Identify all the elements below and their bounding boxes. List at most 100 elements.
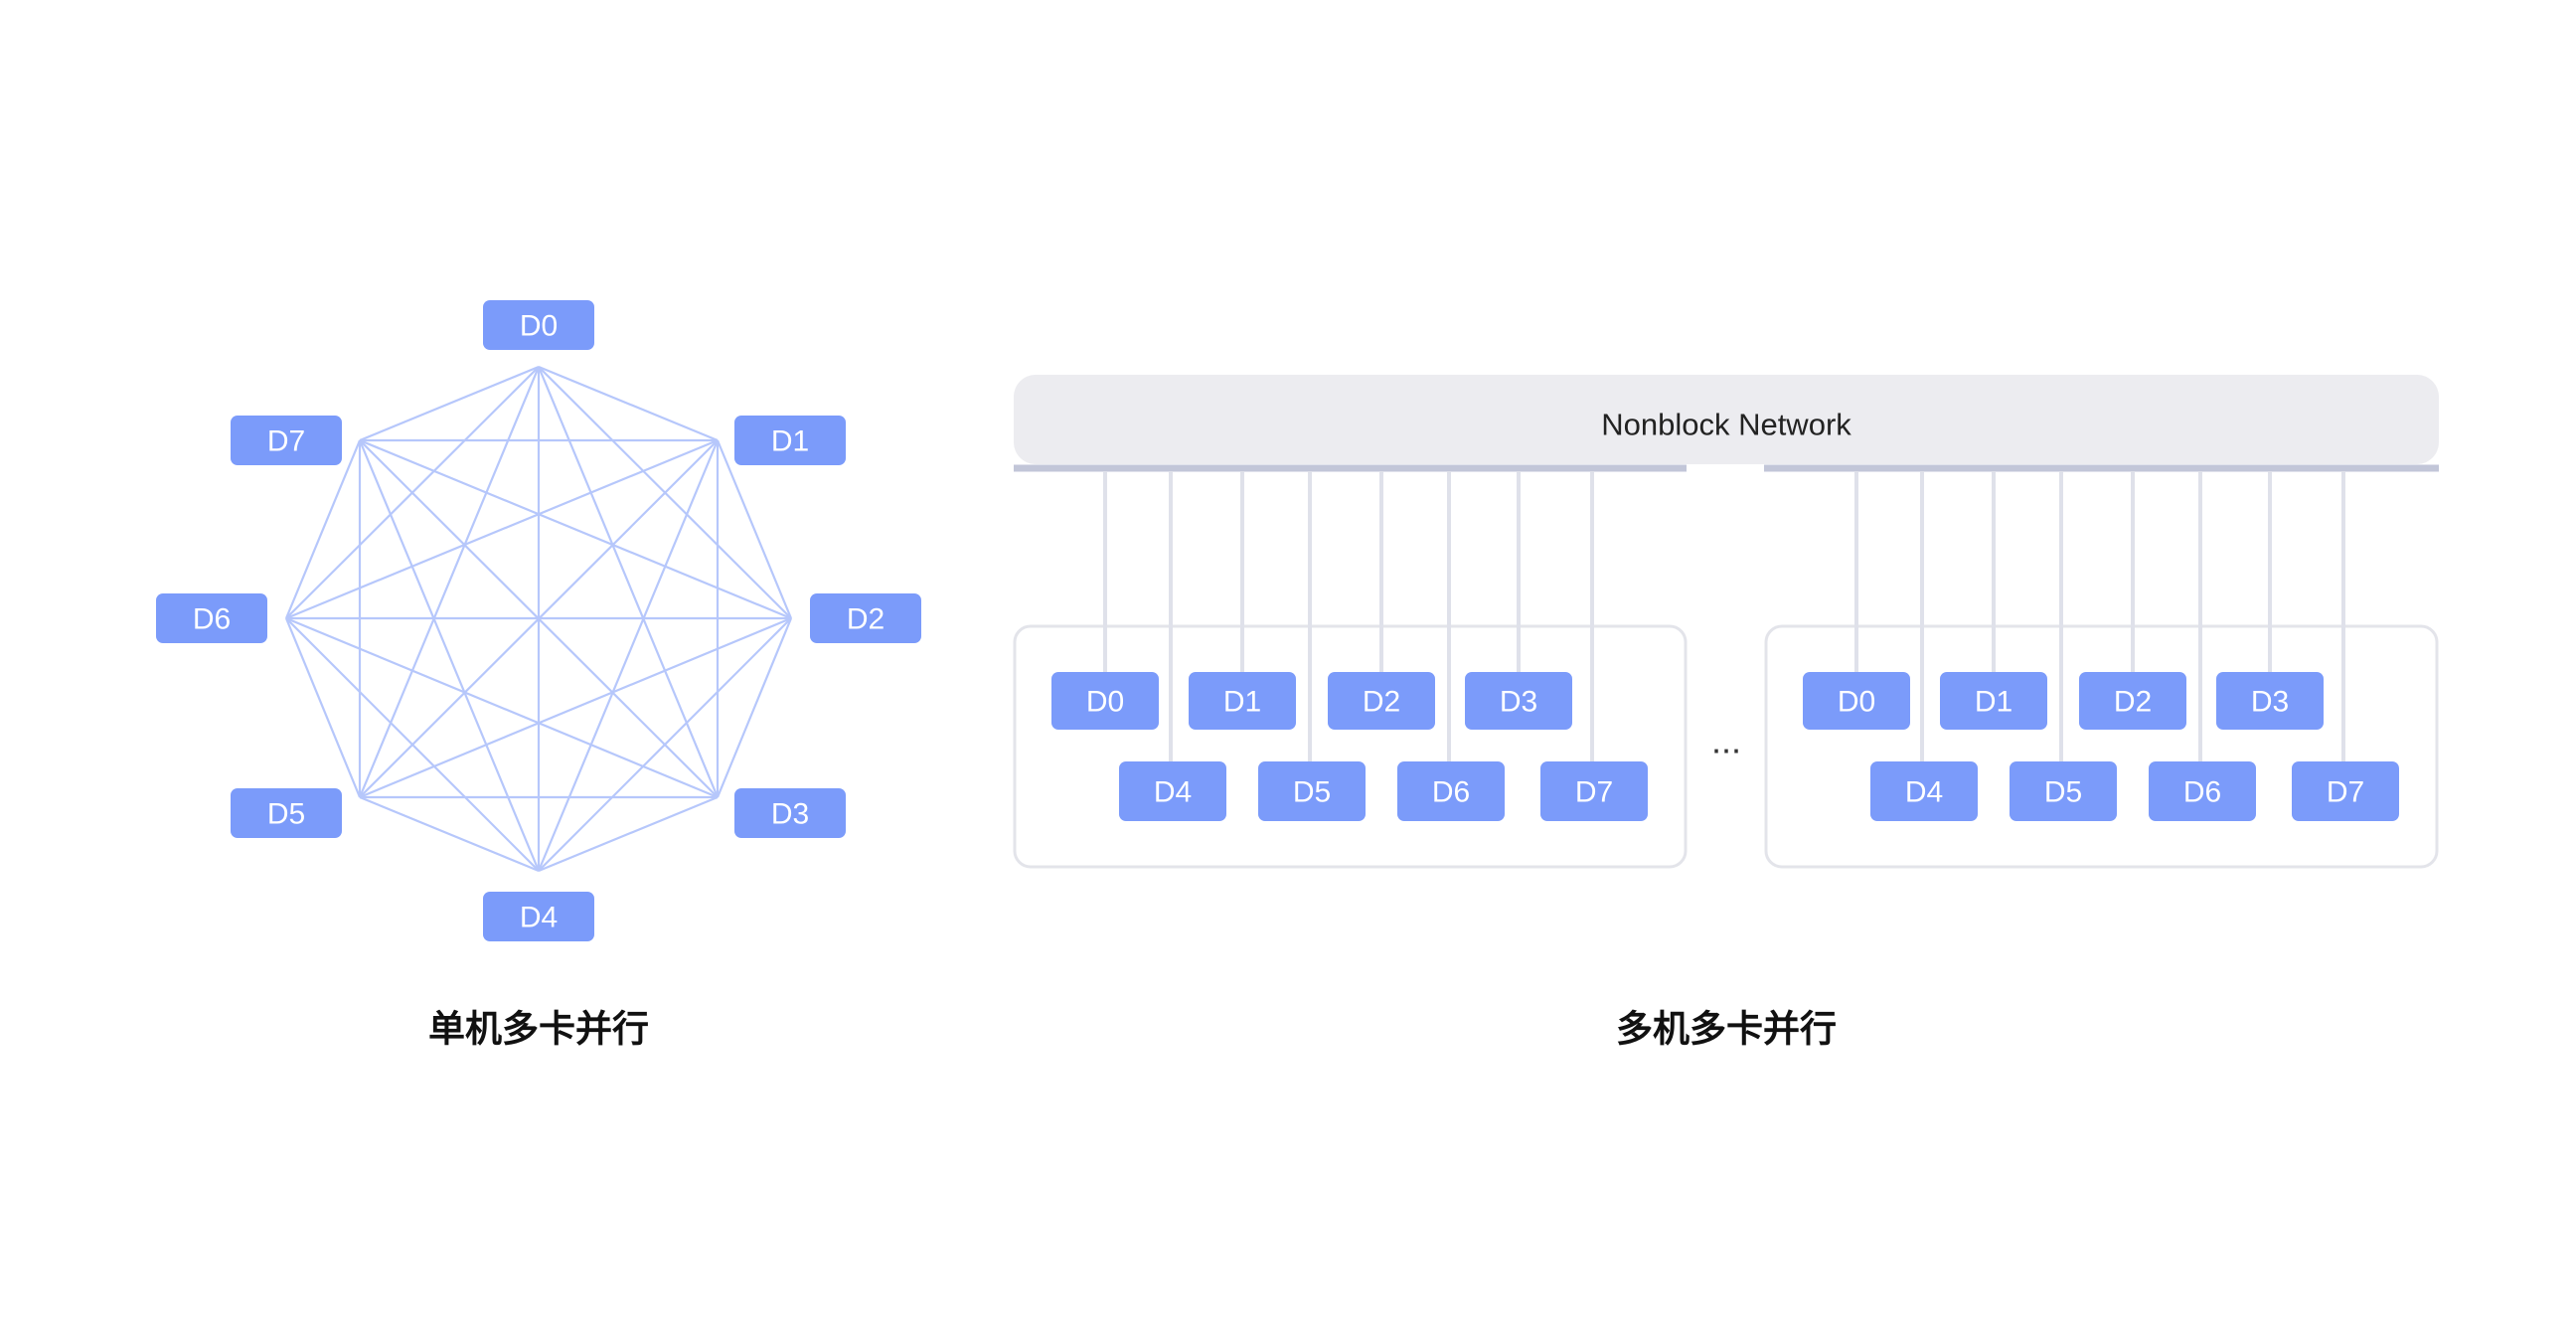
single-machine-caption: 单机多卡并行 xyxy=(428,1008,649,1051)
machine-1-device-d6-box xyxy=(1397,761,1505,821)
machine-2-device-d4: D4 xyxy=(1870,761,1978,821)
machine-2-device-d3-box xyxy=(2216,672,2324,730)
single-device-d5-label: D5 xyxy=(267,798,305,831)
single-device-d6-box xyxy=(156,593,267,643)
machine-2-device-d7: D7 xyxy=(2292,761,2399,821)
machine-2-device-d3: D3 xyxy=(2216,672,2324,730)
link-d4-d7 xyxy=(358,439,541,872)
machine-2-device-d0-box xyxy=(1803,672,1910,730)
machine-1-device-d0: D0 xyxy=(1051,672,1159,730)
machine-1-device-d1-box xyxy=(1189,672,1296,730)
single-device-d7-box xyxy=(231,416,342,465)
link-d3-d7 xyxy=(359,439,719,798)
machine-2-device-d0-label: D0 xyxy=(1838,686,1875,719)
single-device-d0: D0 xyxy=(483,300,594,350)
link-d0-d7 xyxy=(359,365,540,442)
machine-1-device-d0-box xyxy=(1051,672,1159,730)
machine-2-device-d2-box xyxy=(2079,672,2186,730)
machine-1-device-d1-label: D1 xyxy=(1223,686,1261,719)
link-d6-d7 xyxy=(284,439,362,619)
machine-2-device-d1-box xyxy=(1940,672,2047,730)
machine-1-device-d7-label: D7 xyxy=(1575,776,1613,809)
single-device-d1-label: D1 xyxy=(771,425,809,458)
machine-2-device-d3-label: D3 xyxy=(2251,686,2289,719)
machine-2-device-d6-label: D6 xyxy=(2183,776,2221,809)
machine-1-device-d7-box xyxy=(1540,761,1648,821)
link-d2-d5 xyxy=(359,616,792,799)
machine-1-device-d4-label: D4 xyxy=(1154,776,1192,809)
machine-2-device-d2-label: D2 xyxy=(2114,686,2152,719)
single-device-d5-box xyxy=(231,788,342,838)
machine-1-device-d6: D6 xyxy=(1397,761,1505,821)
machine-1-device-d3-label: D3 xyxy=(1500,686,1537,719)
machine-1-device-d4: D4 xyxy=(1119,761,1226,821)
more-machines-ellipsis: ... xyxy=(1711,721,1741,761)
machine-1-device-d2-label: D2 xyxy=(1363,686,1400,719)
full-mesh-links xyxy=(284,365,793,873)
machine-2-device-d2: D2 xyxy=(2079,672,2186,730)
single-device-d4-box xyxy=(483,892,594,941)
machine-1-device-d5-label: D5 xyxy=(1293,776,1331,809)
link-d3-d4 xyxy=(538,795,719,873)
machine-2-device-d6: D6 xyxy=(2149,761,2256,821)
nonblock-network-bar xyxy=(1014,375,2439,464)
machine-2-device-d6-box xyxy=(2149,761,2256,821)
single-device-d4: D4 xyxy=(483,892,594,941)
machine-1-device-d5: D5 xyxy=(1258,761,1366,821)
machine-2-device-d7-box xyxy=(2292,761,2399,821)
link-d1-d4 xyxy=(537,439,720,872)
link-d5-d6 xyxy=(284,617,362,798)
machine-1-device-d2: D2 xyxy=(1328,672,1435,730)
machine-1-device-d3-box xyxy=(1465,672,1572,730)
machine-2-device-d4-label: D4 xyxy=(1905,776,1943,809)
link-d0-d3 xyxy=(537,366,720,798)
multi-machine-caption: 多机多卡并行 xyxy=(1616,1008,1837,1051)
single-device-d2-label: D2 xyxy=(847,603,885,636)
machine-1-device-d5-box xyxy=(1258,761,1366,821)
machine-1-device-d3: D3 xyxy=(1465,672,1572,730)
link-d1-d2 xyxy=(716,439,793,619)
link-d0-d5 xyxy=(358,366,541,798)
machine-1-device-d4-box xyxy=(1119,761,1226,821)
network-drop-lines xyxy=(1103,471,2345,791)
machine-2-device-d5: D5 xyxy=(2010,761,2117,821)
single-device-d0-box xyxy=(483,300,594,350)
machine-2-device-d1-label: D1 xyxy=(1975,686,2012,719)
machine-1-device-d7: D7 xyxy=(1540,761,1648,821)
single-device-d7-label: D7 xyxy=(267,425,305,458)
machine-1-device-d0-label: D0 xyxy=(1086,686,1124,719)
single-device-d2-box xyxy=(810,593,921,643)
single-device-d3-box xyxy=(734,788,846,838)
single-device-d3-label: D3 xyxy=(771,798,809,831)
single-device-d7: D7 xyxy=(231,416,342,465)
single-device-d1-box xyxy=(734,416,846,465)
machine-1-device-d2-box xyxy=(1328,672,1435,730)
single-device-d0-label: D0 xyxy=(520,310,558,343)
machine-1-device-d6-label: D6 xyxy=(1432,776,1470,809)
link-d1-d6 xyxy=(285,438,719,620)
link-d0-d1 xyxy=(538,365,719,442)
machine-2-device-d4-box xyxy=(1870,761,1978,821)
link-d4-d6 xyxy=(285,617,540,872)
single-device-d1: D1 xyxy=(734,416,846,465)
machine-2-device-d5-box xyxy=(2010,761,2117,821)
single-device-d6: D6 xyxy=(156,593,267,643)
nonblock-network-label: Nonblock Network xyxy=(1601,408,1852,442)
single-device-d5: D5 xyxy=(231,788,342,838)
link-d2-d3 xyxy=(716,617,793,798)
single-device-d6-label: D6 xyxy=(193,603,231,636)
single-device-d4-label: D4 xyxy=(520,902,558,934)
machine-2-device-d0: D0 xyxy=(1803,672,1910,730)
link-d3-d6 xyxy=(285,616,719,799)
machine-2-device-d5-label: D5 xyxy=(2044,776,2082,809)
single-device-d3: D3 xyxy=(734,788,846,838)
machine-1-device-d1: D1 xyxy=(1189,672,1296,730)
machine-box-1 xyxy=(1013,624,1688,869)
machine-box-2 xyxy=(1764,624,2439,869)
machine-2-device-d1: D1 xyxy=(1940,672,2047,730)
